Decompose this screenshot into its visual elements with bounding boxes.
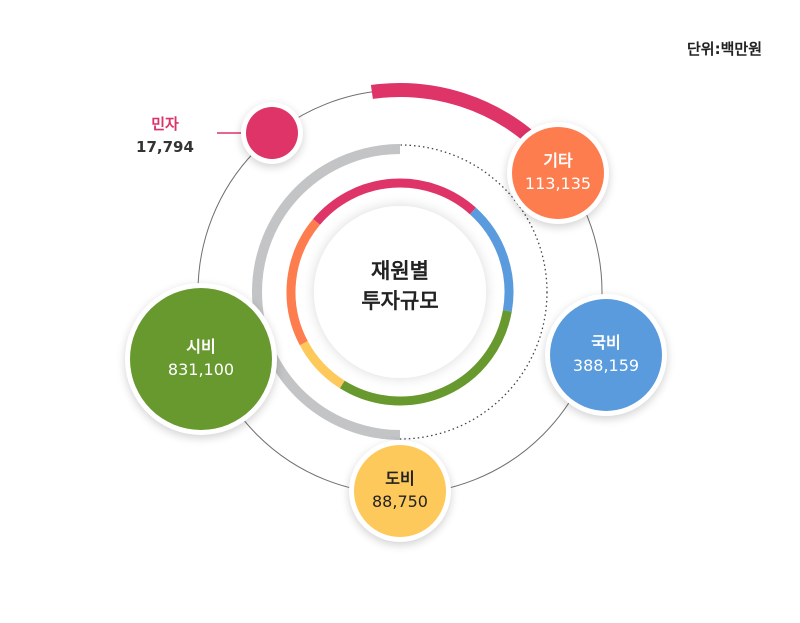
gukbi-label: 국비 (591, 333, 621, 352)
gita-value: 113,135 (524, 174, 592, 193)
gita-label: 기타 (543, 151, 573, 170)
center-disc (314, 206, 486, 378)
minja-value: 17,794 (136, 138, 194, 156)
bubble-sibi: 시비 831,100 (130, 288, 272, 430)
minja-label: 민자 (151, 115, 179, 133)
gukbi-value: 388,159 (572, 356, 640, 375)
inner-ring-gukbi-arc (469, 207, 514, 312)
center-title-line2: 투자규모 (361, 289, 439, 313)
inner-ring-minja-arc (313, 178, 476, 225)
grey-half-ring-arc (252, 144, 401, 440)
minja-outer-arc (370, 83, 546, 152)
dobi-value: 88,750 (372, 492, 428, 511)
inner-ring-gita-arc (286, 219, 320, 346)
center-title: 재원별 투자규모 (318, 256, 482, 316)
inner-ring-dobi-arc (299, 340, 345, 389)
bubble-minja (246, 107, 298, 159)
unit-label: 단위:백만원 (687, 40, 762, 58)
dobi-label: 도비 (385, 469, 415, 488)
center-title-line1: 재원별 (371, 259, 429, 283)
bubble-gukbi: 국비 388,159 (550, 299, 662, 411)
sibi-value: 831,100 (167, 360, 235, 379)
inner-ring-sibi-arc (339, 310, 512, 406)
donut-arcs (252, 83, 546, 440)
bubble-dobi: 도비 88,750 (354, 445, 446, 537)
sibi-label: 시비 (186, 337, 216, 356)
bubble-gita: 기타 113,135 (512, 127, 604, 219)
